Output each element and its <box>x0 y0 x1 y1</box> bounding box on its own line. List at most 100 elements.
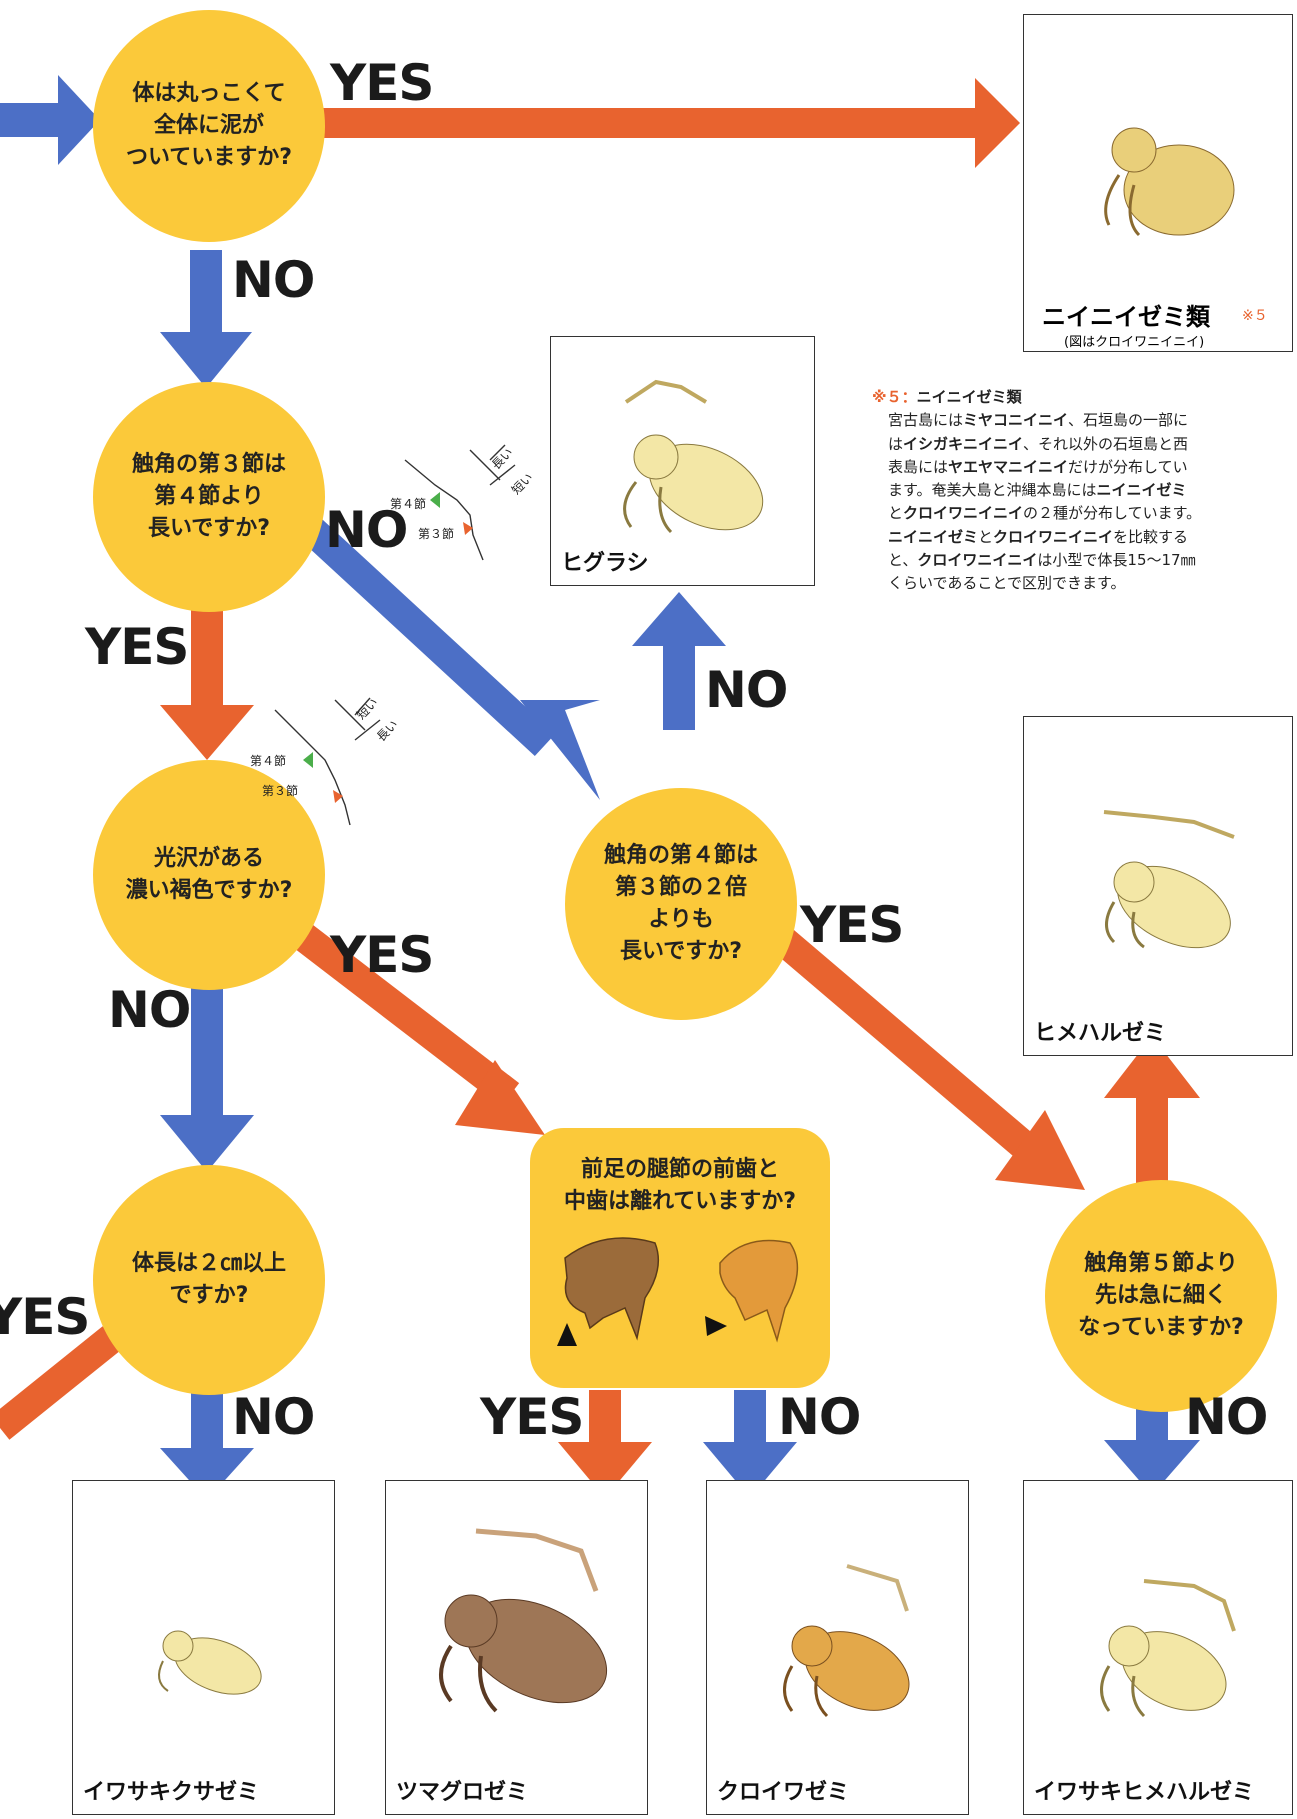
note-body: 宮古島にはミヤコニイニイ、石垣島の一部に はイシガキニイニイ、それ以外の石垣島と… <box>872 409 1292 595</box>
note-text: の２種が分布しています。 <box>1023 504 1202 523</box>
label-q4-yes: YES <box>0 1288 90 1346</box>
antenna1-seg4-label: 第４節 <box>390 497 427 511</box>
question-antenna-4-double: 触角の第４節は 第３節の２倍 よりも 長いですか? <box>565 788 797 1020</box>
antenna2-seg3-label: 第３節 <box>262 784 299 798</box>
card-tsumaguro-name: ツマグロゼミ <box>396 1780 529 1805</box>
note-text: だけが分布してい <box>1068 457 1188 476</box>
arrow-q6-yes <box>755 913 1085 1190</box>
card-iwasaki-himeharu-name: イワサキヒメハルゼミ <box>1034 1780 1255 1805</box>
card-himeharu-name: ヒメハルゼミ <box>1034 1021 1167 1046</box>
note-species: ニイニイゼミ <box>1096 481 1187 499</box>
note-text: 、石垣島の一部に <box>1068 411 1189 430</box>
note-text: を比較する <box>1113 527 1189 546</box>
cicada-higurashi-drawing <box>623 379 764 534</box>
note-text: くらいであることで区別できます。 <box>888 574 1126 592</box>
note-species: クロイワニイニイ <box>903 504 1024 523</box>
label-q4-no: NO <box>232 1388 315 1446</box>
note-text: と <box>888 504 904 523</box>
femur-illustration <box>557 1237 799 1346</box>
card-niinii-mark: ※５ <box>1242 308 1268 324</box>
femur-right-drawing <box>719 1239 799 1343</box>
cicada-himeharu-drawing <box>1103 810 1235 949</box>
card-iwasaki-himeharu: イワサキヒメハルゼミ <box>1023 1480 1293 1815</box>
card-tsumaguro: ツマグロゼミ <box>385 1480 648 1815</box>
label-q6-yes: YES <box>800 896 904 954</box>
card-iwasaki-kusa: イワサキクサゼミ <box>72 1480 335 1815</box>
arrow-q1-no <box>160 250 252 388</box>
note-text: は <box>888 434 904 453</box>
arrow-q5-yes <box>558 1390 652 1498</box>
label-q7-no: NO <box>1185 1388 1268 1446</box>
note-line-1: 宮古島にはミヤコニイニイ、石垣島の一部に <box>888 409 1292 432</box>
label-q1-no: NO <box>232 251 315 309</box>
note-text: と <box>978 527 994 546</box>
question-round-muddy: 体は丸っこくて 全体に泥が ついていますか? <box>93 10 325 242</box>
note-line-3: 表島にはヤエヤマニイニイだけが分布してい <box>888 456 1292 479</box>
femur-left-pointer <box>557 1323 577 1346</box>
femur-left-drawing <box>564 1237 660 1341</box>
question-antenna-3-longer: 触角の第３節は 第４節より 長いですか? <box>93 382 325 612</box>
card-niinii-name: ニイニイゼミ類 <box>1042 303 1210 331</box>
question-antenna-5-thin: 触角第５節より 先は急に細く なっていますか? <box>1045 1180 1277 1412</box>
note-text: は小型で体長15〜17㎜ <box>1037 550 1196 569</box>
label-q6-no: NO <box>705 661 788 719</box>
note-line-6: ニイニイゼミとクロイワニイニイを比較する <box>888 526 1292 549</box>
antenna-diagram-2 <box>274 697 381 826</box>
note-text: と、 <box>888 550 918 569</box>
femur-right-pointer <box>705 1316 727 1336</box>
card-iwasaki-kusa-name: イワサキクサゼミ <box>83 1780 260 1805</box>
label-q2-yes: YES <box>85 618 189 676</box>
note-species: クロイワニイニイ <box>917 550 1038 569</box>
label-q3-no: NO <box>108 981 191 1039</box>
card-niinii: ニイニイゼミ類 ※５ (図はクロイワニイニイ) <box>1023 14 1293 352</box>
arrow-q4-yes <box>0 1326 122 1440</box>
arrow-q6-no <box>632 592 726 730</box>
note-line-8: くらいであることで区別できます。 <box>888 572 1292 595</box>
antenna2-seg4-label: 第４節 <box>250 754 287 768</box>
note-line-5: とクロイワニイニイの２種が分布しています。 <box>888 502 1292 525</box>
antenna-diagram-1 <box>404 444 516 561</box>
arrow-q2-no <box>279 498 600 800</box>
note-species: ミヤコニイニイ <box>963 411 1069 430</box>
note-text: 宮古島には <box>888 411 964 430</box>
card-himeharu: ヒメハルゼミ <box>1023 716 1293 1056</box>
note-species: ニイニイゼミ <box>888 527 979 546</box>
cicada-niinii-drawing <box>1104 127 1235 237</box>
entry-arrow-no <box>0 75 100 165</box>
card-higurashi-name: ヒグラシ <box>561 551 649 576</box>
note-species: イシガキニイニイ <box>903 434 1024 453</box>
question-femur-teeth-text: 前足の腿節の前歯と 中歯は離れていますか? <box>563 1157 797 1214</box>
note-line-2: はイシガキニイニイ、それ以外の石垣島と西 <box>888 433 1292 456</box>
note-species: ヤエヤマニイニイ <box>948 457 1069 476</box>
note-title: ニイニイゼミ類 <box>916 388 1022 406</box>
note-species: クロイワニイニイ <box>993 527 1114 546</box>
seg3-marker-orange <box>463 522 473 535</box>
cicada-kuroiwa-drawing <box>783 1564 910 1718</box>
seg3-marker-orange-2 <box>333 790 343 803</box>
antenna1-seg3-label: 第３節 <box>418 527 455 541</box>
cicada-tsumaguro-drawing <box>439 1528 608 1713</box>
arrow-q3-yes <box>285 918 545 1135</box>
label-q2-no: NO <box>325 501 408 559</box>
question-body-2cm: 体長は２㎝以上 ですか? <box>93 1165 325 1395</box>
arrow-q3-no <box>160 980 254 1172</box>
note-text: ます。奄美大島と沖縄本島には <box>888 481 1097 499</box>
label-q3-yes: YES <box>330 926 434 984</box>
card-higurashi: ヒグラシ <box>550 336 815 586</box>
label-q5-no: NO <box>778 1388 861 1446</box>
note-text: 表島には <box>888 457 949 476</box>
arrow-q5-no <box>703 1390 797 1498</box>
seg4-marker-green-2 <box>303 752 313 768</box>
label-q5-yes: YES <box>480 1388 584 1446</box>
cicada-iwasaki-himeharu-drawing <box>1100 1579 1236 1718</box>
arrow-q4-no <box>160 1385 254 1500</box>
cicada-iwasaki-kusa-drawing <box>158 1630 262 1695</box>
card-niinii-sub: (図はクロイワニイニイ) <box>1064 335 1205 350</box>
note-line-4: ます。奄美大島と沖縄本島にはニイニイゼミ <box>888 479 1292 502</box>
arrow-q1-yes <box>305 78 1020 168</box>
question-glossy-brown: 光沢がある 濃い褐色ですか? <box>93 760 325 990</box>
note-niinii: ※５：ニイニイゼミ類 宮古島にはミヤコニイニイ、石垣島の一部に はイシガキニイニ… <box>872 386 1292 595</box>
note-mark: ※５： <box>872 388 917 406</box>
arrow-q7-yes <box>1104 1036 1200 1200</box>
